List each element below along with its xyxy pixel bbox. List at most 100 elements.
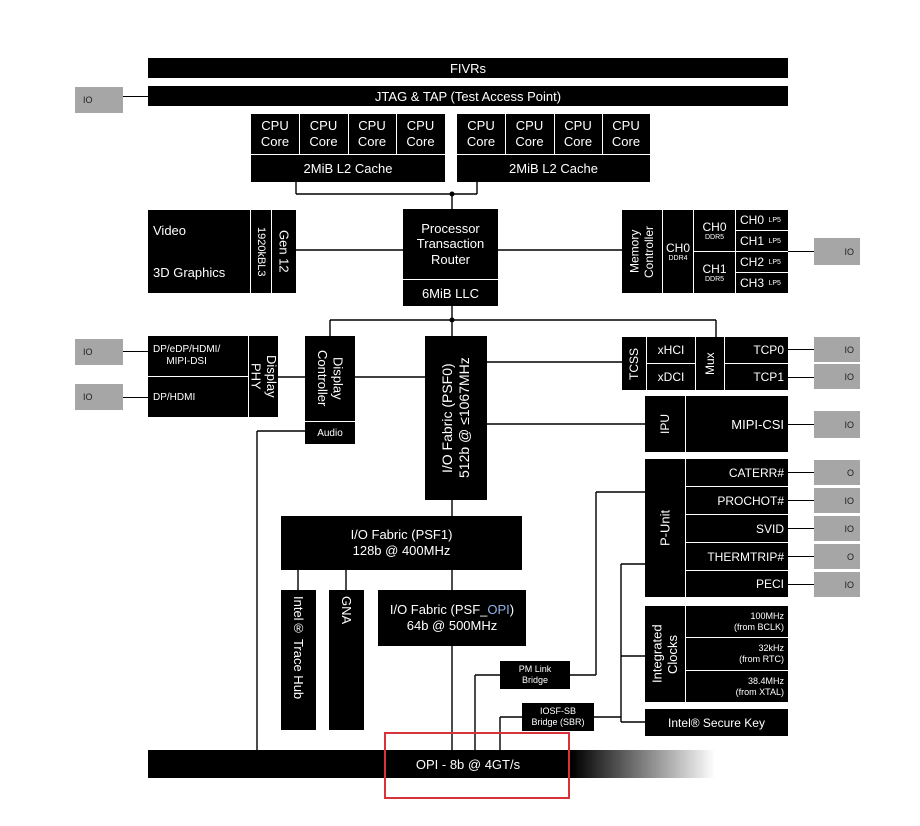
wire-peci-io <box>788 584 814 586</box>
processor-transaction-router: Processor Transaction Router 6MiB LLC <box>403 209 498 306</box>
cpu-core: CPU Core <box>554 114 602 154</box>
wire-mipi-io <box>788 424 814 426</box>
io-pad-display-1: IO <box>75 339 123 365</box>
display-phy-label: Display PHY <box>249 336 279 417</box>
iosf-sb-bridge: IOSF-SB Bridge (SBR) <box>522 703 594 731</box>
io-pad-svid: IO <box>814 516 860 541</box>
io-fabric-psf0: I/O Fabric (PSF0) 512b @ ≤1067MHz <box>425 336 487 500</box>
io-pad-jtag: IO <box>75 87 123 113</box>
cpu-cluster-right: CPU Core CPU Core CPU Core CPU Core 2MiB… <box>457 114 650 182</box>
ddr5-channel-1: CH1 DDR5 <box>694 252 735 293</box>
wire-caterr-io <box>788 472 814 474</box>
clock-38mhz: 38.4MHz (from XTAL) <box>686 671 788 702</box>
ipu-label: IPU <box>645 396 685 452</box>
jtag-label: JTAG & TAP (Test Access Point) <box>374 88 562 104</box>
fivrs-label: FIVRs <box>449 60 487 76</box>
display-port-1: DP/eDP/HDMI/ MIPI-DSI <box>148 336 248 376</box>
gna-block: GNA <box>329 590 364 730</box>
mux-label: Mux <box>696 337 724 390</box>
signal-thermtrip: THERMTRIP# <box>686 543 788 570</box>
io-pad-memory: IO <box>814 238 860 265</box>
cpu-cluster-left: CPU Core CPU Core CPU Core CPU Core 2MiB… <box>251 114 445 182</box>
psf-opi-speed: 64b @ 500MHz <box>406 618 498 633</box>
psf-opi-highlight: OPI <box>487 602 510 618</box>
tcss-block: TCSS xHCI xDCI Mux TCP0 TCP1 <box>622 337 788 390</box>
l2-cache-left: 2MiB L2 Cache <box>251 155 445 182</box>
opi-label: OPI - 8b @ 4GT/s <box>415 756 521 772</box>
wire-display-io-2 <box>123 397 148 399</box>
graphics-block: Video 3D Graphics 1920kBL3 Gen 12 <box>148 210 296 293</box>
wire-prochot-io <box>788 500 814 502</box>
io-fabric-psf1: I/O Fabric (PSF1) 128b @ 400MHz <box>281 516 522 570</box>
wire-tcp0-io <box>788 349 814 351</box>
display-controller-label: Display Controller <box>305 336 355 421</box>
llc-label: 6MiB LLC <box>403 280 498 306</box>
io-pad-thermtrip: O <box>814 544 860 569</box>
cpu-core: CPU Core <box>251 114 299 154</box>
clock-100mhz: 100MHz (from BCLK) <box>686 606 788 637</box>
ddr4-channel: CH0 DDR4 <box>663 210 693 293</box>
p-unit-block: P-Unit CATERR# PROCHOT# SVID THERMTRIP# … <box>645 459 788 597</box>
xdci-label: xDCI <box>647 364 695 390</box>
intel-secure-key: Intel® Secure Key <box>645 709 788 736</box>
intel-trace-hub: Intel® Trace Hub <box>281 590 316 730</box>
ddr5-channel-0: CH0 DDR5 <box>694 210 735 251</box>
io-pad-mipi-csi: IO <box>814 411 860 438</box>
graphics-gen: Gen 12 <box>272 210 296 293</box>
io-fabric-psf-opi: I/O Fabric (PSF_OPI) 64b @ 500MHz <box>378 590 526 646</box>
pm-link-bridge: PM Link Bridge <box>500 661 570 689</box>
graphics-3d-label: 3D Graphics <box>148 252 250 293</box>
video-label: Video <box>148 210 250 251</box>
memory-controller-label: Memory Controller <box>622 210 662 293</box>
signal-caterr: CATERR# <box>686 459 788 486</box>
opi-fade <box>572 750 792 778</box>
l2-cache-right: 2MiB L2 Cache <box>457 155 650 182</box>
memory-controller-block: Memory Controller CH0 DDR4 CH0 DDR5 CH1 … <box>622 210 788 293</box>
fivrs-bar: FIVRs <box>148 58 788 78</box>
signal-svid: SVID <box>686 515 788 542</box>
wire-thermtrip-io <box>788 556 814 558</box>
psf-opi-title: I/O Fabric (PSF_OPI) <box>389 602 515 618</box>
lp5-channel-0: CH0 LP5 <box>736 210 788 230</box>
cpu-core: CPU Core <box>299 114 348 154</box>
display-phy-block: DP/eDP/HDMI/ MIPI-DSI DP/HDMI Display PH… <box>148 336 279 417</box>
io-pad-prochot: IO <box>814 488 860 513</box>
wire-memory-io <box>788 251 814 253</box>
cpu-core: CPU Core <box>348 114 396 154</box>
integrated-clocks-block: Integrated Clocks 100MHz (from BCLK) 32k… <box>645 606 788 702</box>
io-pad-caterr: O <box>814 460 860 485</box>
lp5-channel-1: CH1 LP5 <box>736 231 788 251</box>
tcss-label: TCSS <box>622 337 646 390</box>
wire-svid-io <box>788 528 814 530</box>
signal-peci: PECI <box>686 571 788 597</box>
audio-label: Audio <box>305 422 355 444</box>
io-pad-tcp0: IO <box>814 337 860 362</box>
tcp0-label: TCP0 <box>725 337 788 363</box>
io-pad-peci: IO <box>814 572 860 597</box>
lp5-channel-2: CH2 LP5 <box>736 252 788 272</box>
clock-32khz: 32kHz (from RTC) <box>686 638 788 670</box>
mipi-csi-label: MIPI-CSI <box>686 396 788 452</box>
display-port-2: DP/HDMI <box>148 377 248 417</box>
signal-prochot: PROCHOT# <box>686 487 788 514</box>
integrated-clocks-label: Integrated Clocks <box>645 606 685 702</box>
jtag-bar: JTAG & TAP (Test Access Point) <box>148 86 788 106</box>
p-unit-label: P-Unit <box>645 459 685 597</box>
cpu-core: CPU Core <box>602 114 650 154</box>
tcp1-label: TCP1 <box>725 364 788 390</box>
cpu-core: CPU Core <box>396 114 445 154</box>
cpu-core: CPU Core <box>505 114 554 154</box>
io-pad-tcp1: IO <box>814 364 860 389</box>
router-label: Processor Transaction Router <box>403 209 498 279</box>
io-pad-display-2: IO <box>75 384 123 410</box>
opi-highlight-box <box>384 732 570 799</box>
graphics-l3-cache: 1920kBL3 <box>251 210 271 293</box>
lp5-channel-3: CH3 LP5 <box>736 273 788 293</box>
wire-display-io-1 <box>123 351 148 353</box>
wire-jtag-io <box>123 96 148 98</box>
xhci-label: xHCI <box>647 337 695 363</box>
cpu-core: CPU Core <box>457 114 505 154</box>
ipu-block: IPU MIPI-CSI <box>645 396 788 452</box>
display-controller-block: Display Controller Audio <box>305 336 355 444</box>
